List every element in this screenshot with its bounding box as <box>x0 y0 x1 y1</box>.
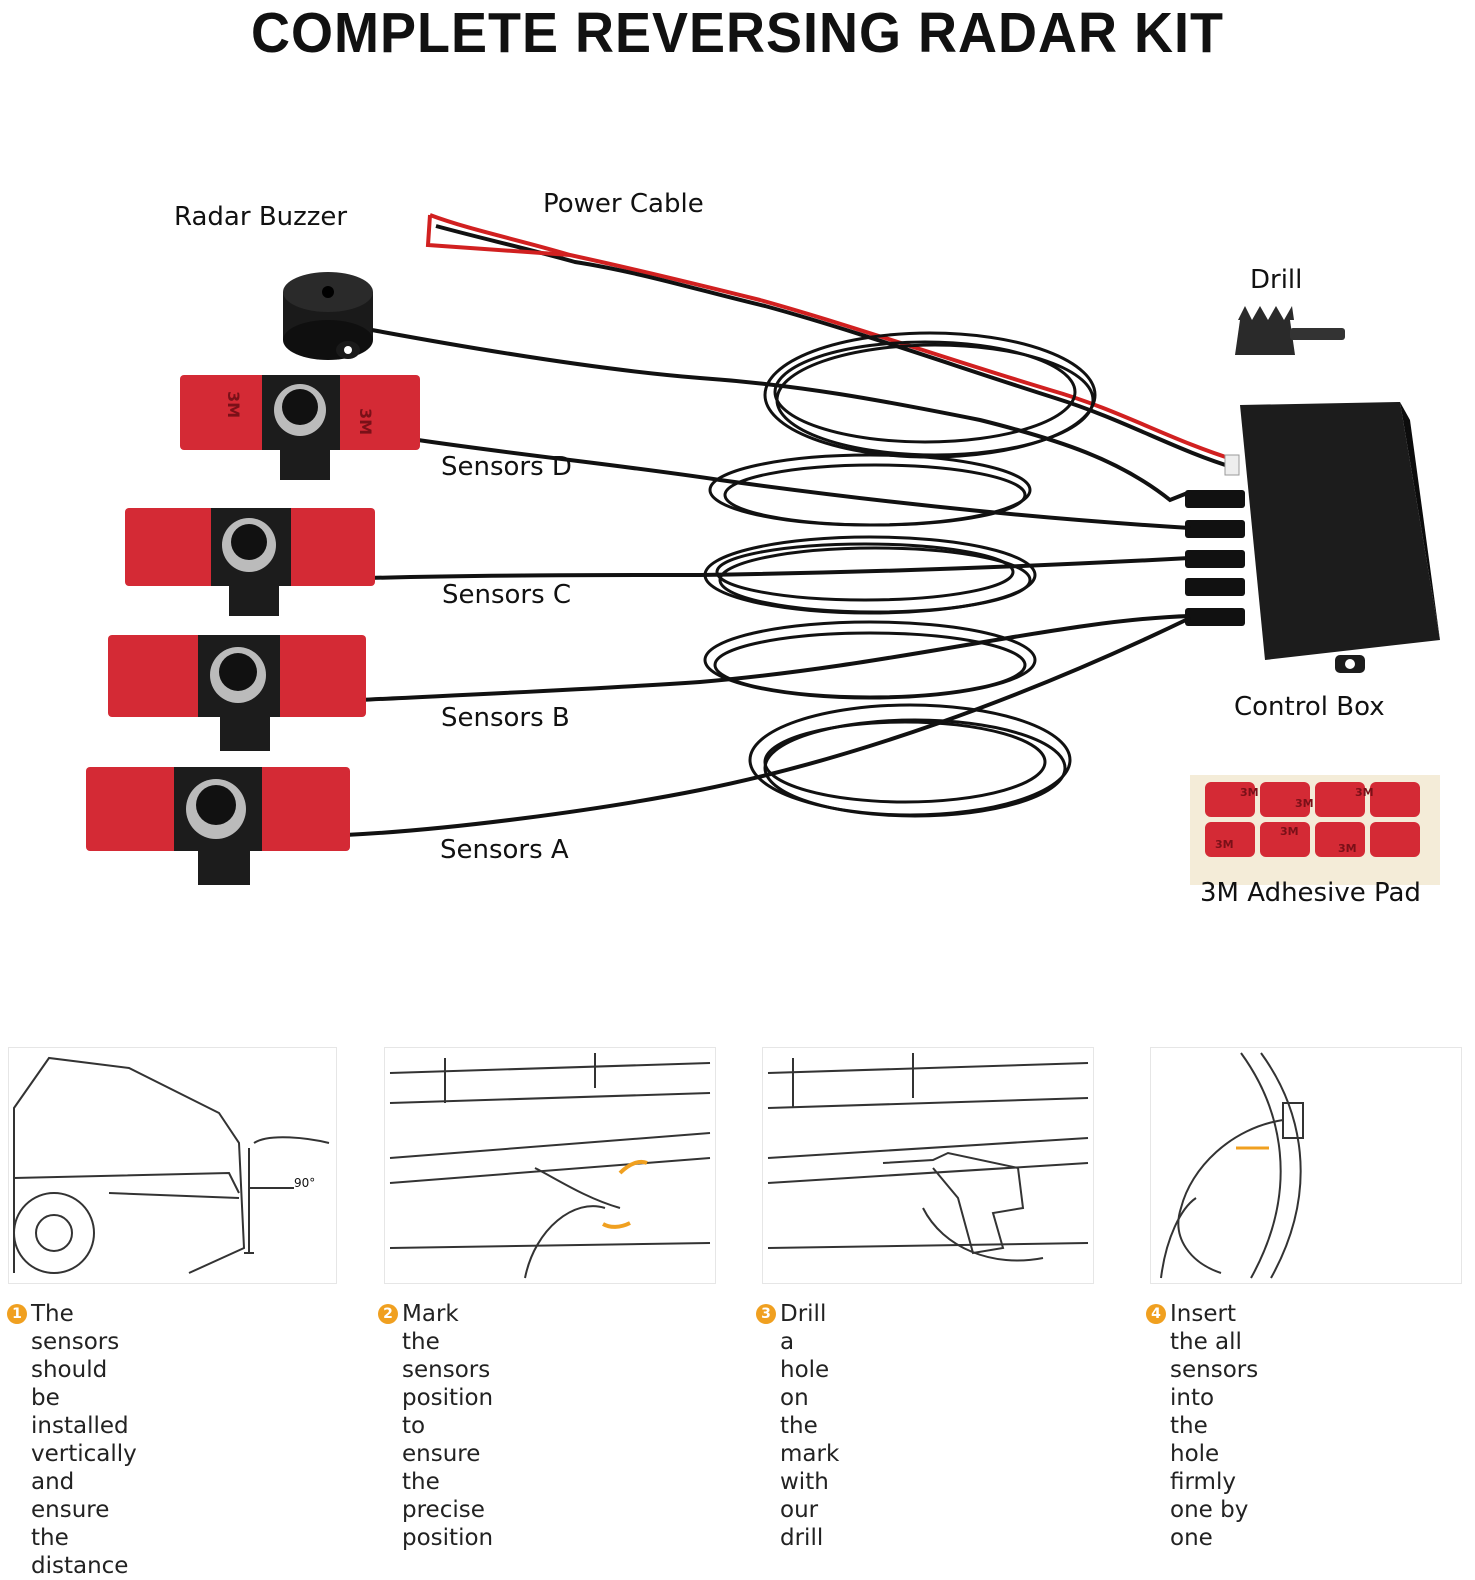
pad-mark: 3M <box>1295 797 1314 810</box>
label-drill: Drill <box>1250 265 1303 295</box>
page-title: COMPLETE REVERSING RADAR KIT <box>250 1 1225 65</box>
sensor-a <box>86 767 350 885</box>
step-text: Drill a hole on the mark with our drill <box>780 1301 840 1551</box>
step-number: 2 <box>378 1304 398 1324</box>
label-power-cable: Power Cable <box>543 189 704 219</box>
sensor-d <box>180 375 420 480</box>
angle-label: 90° <box>294 1176 316 1190</box>
pad-mark: 3M <box>1215 838 1234 851</box>
drill-bit <box>1235 306 1345 355</box>
pad-mark: 3M <box>1240 786 1259 799</box>
pad-mark: 3M <box>1280 825 1299 838</box>
label-sensors-d: Sensors D <box>441 452 572 482</box>
radar-buzzer <box>283 272 1191 503</box>
step-1-illustration: 90° <box>8 1047 337 1284</box>
step-text: Insert the all sensors into the hole fir… <box>1170 1301 1259 1551</box>
step-text: The sensors should be installed vertical… <box>31 1301 137 1579</box>
tape-mark: 3M <box>224 390 244 419</box>
power-cable <box>425 213 1236 470</box>
kit-illustration <box>86 213 1440 885</box>
step-number: 4 <box>1146 1304 1166 1324</box>
step-number: 3 <box>756 1304 776 1324</box>
adhesive-pad-sheet <box>1190 775 1440 885</box>
sensor-b <box>108 635 366 751</box>
step-3-illustration <box>762 1047 1094 1284</box>
sensor-cables <box>344 438 1191 837</box>
step-4-illustration <box>1150 1047 1462 1284</box>
label-radar-buzzer: Radar Buzzer <box>174 202 348 232</box>
step-2-illustration <box>384 1047 716 1284</box>
step-text: Mark the sensors position to ensure the … <box>402 1301 494 1551</box>
label-adhesive-pad: 3M Adhesive Pad <box>1200 878 1421 908</box>
control-box <box>1185 402 1440 673</box>
step-number: 1 <box>7 1304 27 1324</box>
label-sensors-c: Sensors C <box>442 580 572 610</box>
tape-mark: 3M <box>356 407 376 436</box>
label-sensors-a: Sensors A <box>440 835 569 865</box>
label-sensors-b: Sensors B <box>441 703 570 733</box>
label-control-box: Control Box <box>1234 692 1385 722</box>
sensor-c <box>125 508 375 616</box>
pad-mark: 3M <box>1355 786 1374 799</box>
cable-coils <box>703 331 1097 818</box>
pad-mark: 3M <box>1338 842 1357 855</box>
